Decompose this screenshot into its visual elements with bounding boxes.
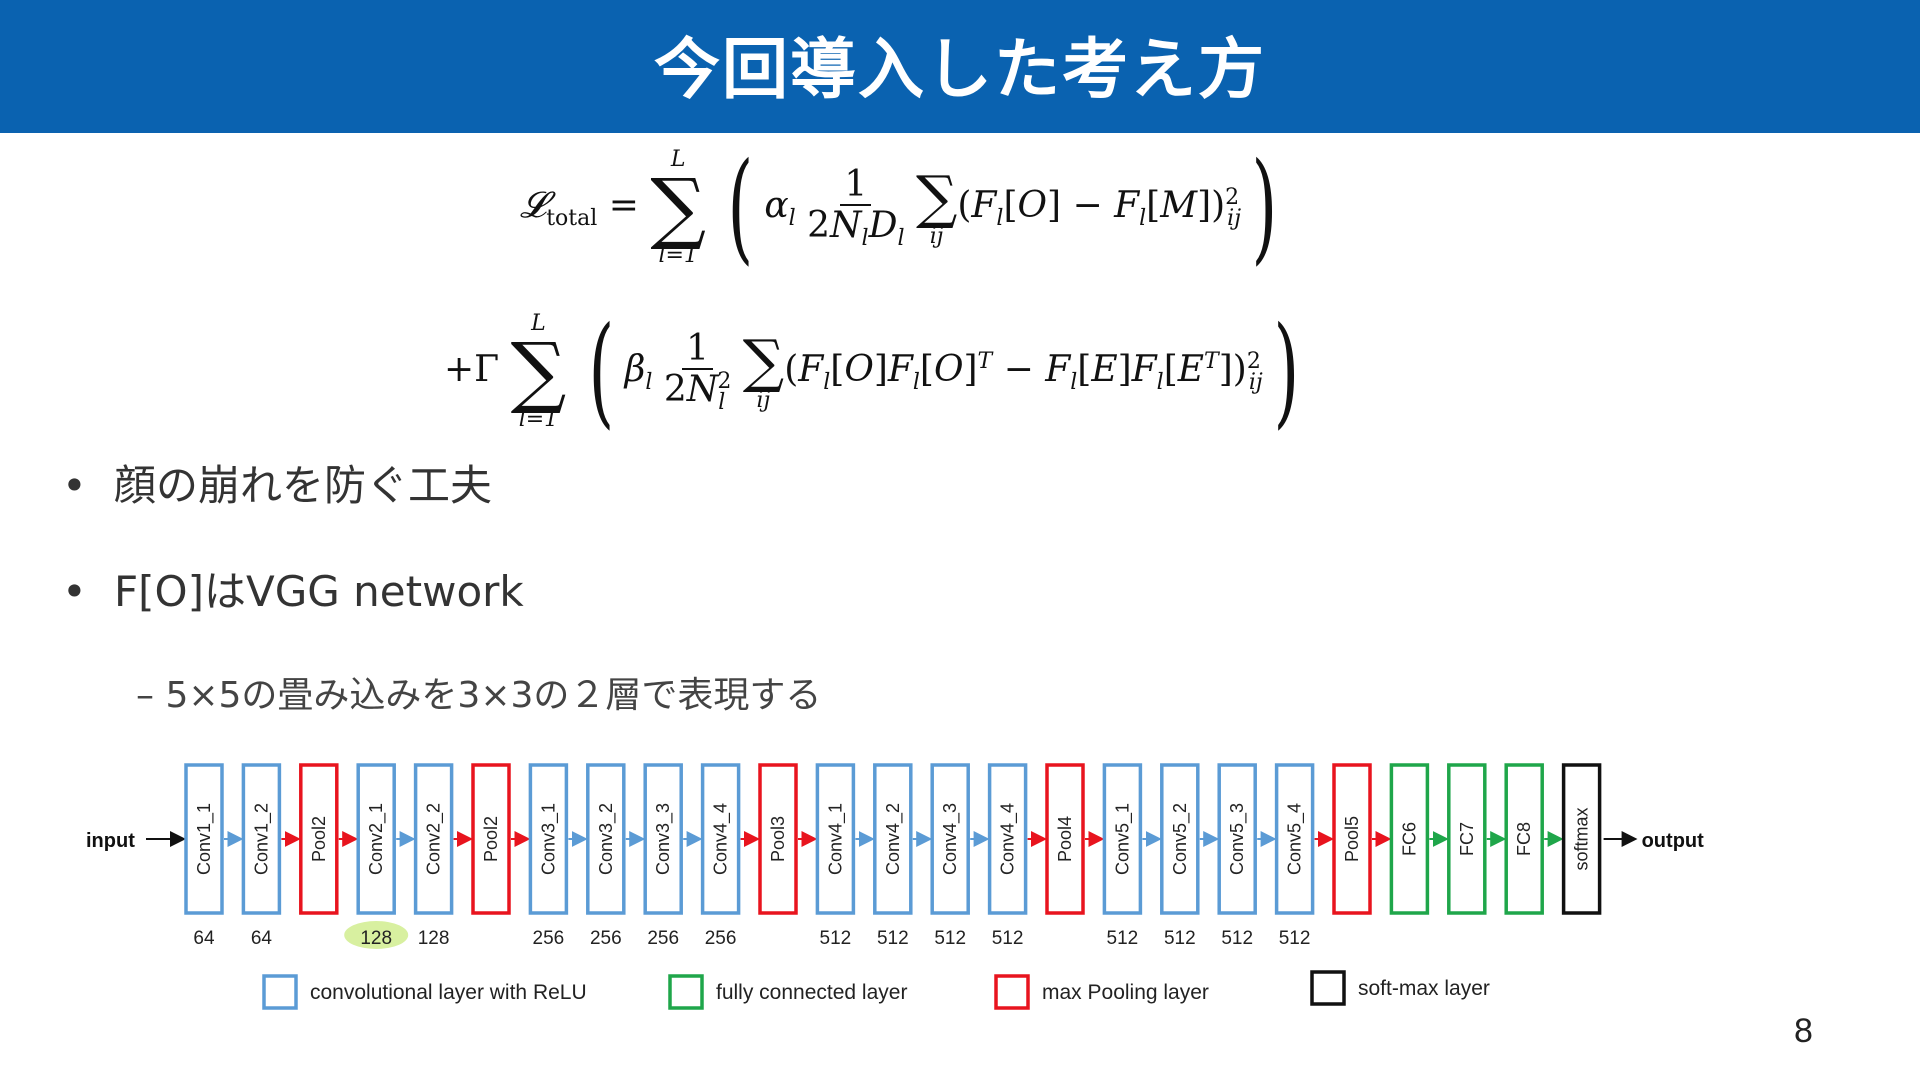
bullet-dot: • [62,461,87,510]
layer-label: Conv3_3 [653,803,674,875]
page-number: 8 [1794,1012,1813,1050]
layer-label: Conv5_2 [1170,803,1191,875]
layer-label: Conv3_2 [596,803,617,875]
layer-label: Conv1_2 [251,803,272,875]
layer-label: Conv2_1 [366,803,387,875]
legend-swatch [1310,970,1346,1006]
bullet-dot: • [62,567,87,616]
layer-label: Conv5_4 [1285,803,1306,875]
channel-count: 128 [418,928,450,949]
channel-count: 256 [590,928,622,949]
layer-box [1274,763,1315,915]
layer-label: Conv5_1 [1112,803,1133,875]
layer-box [758,763,798,915]
channel-count: 64 [193,928,215,949]
sub-bullet-dash: – [136,675,166,716]
layer-box [1160,763,1200,915]
layer-box [643,763,683,915]
highlight-mark [344,921,409,949]
layer-label: Conv4_1 [825,803,846,875]
layer-label: Pool5 [1342,816,1362,862]
layer-box [1045,763,1085,915]
channel-count: 512 [1279,928,1311,949]
layer-label: Conv4_3 [940,803,961,875]
legend-swatch [262,974,298,1010]
channel-count: 128 [360,928,392,949]
output-label: output [1642,830,1705,852]
layer-box [184,763,224,915]
legend-swatch [668,974,704,1010]
layer-box [356,763,396,915]
layer-box [815,763,856,915]
layer-label: Conv1_1 [194,803,215,875]
layer-label: Conv4_2 [883,803,904,875]
layer-label: FC6 [1399,822,1419,856]
layer-label: Conv4_4 [998,803,1019,875]
sub-bullet-text: 5×5の畳み込みを3×3の２層で表現する [165,675,822,716]
bullet-item: • 顔の崩れを防ぐ工夫 [62,452,492,513]
layer-label: Conv3_1 [538,803,559,875]
legend-swatch [994,974,1030,1010]
layer-label: Pool2 [309,816,329,862]
sub-bullet-item: – 5×5の畳み込みを3×3の２層で表現する [136,666,821,718]
layer-box [1389,763,1430,915]
layer-box [586,763,626,915]
layer-label: Conv5_3 [1227,803,1248,875]
channel-count: 512 [1221,928,1253,949]
channel-count: 256 [647,928,679,949]
layer-box [987,763,1028,915]
channel-count: 512 [1164,928,1196,949]
channel-count: 64 [251,928,273,949]
layer-box [528,763,569,915]
layer-box [930,763,970,915]
legend-label: fully connected layer [716,981,907,1004]
layer-label: Conv2_2 [424,803,445,875]
channel-count: 256 [533,928,565,949]
layer-box [700,763,741,915]
layer-label: Conv4_4 [711,803,732,875]
layer-box [1504,763,1544,915]
legend-label: max Pooling layer [1042,981,1209,1004]
layer-box [1561,763,1602,915]
channel-count: 512 [877,928,909,949]
bullet-text: F[O]はVGG network [114,567,524,616]
layer-label: FC7 [1457,822,1477,856]
channel-count: 256 [705,928,737,949]
layer-box [241,763,282,915]
bullet-text: 顔の崩れを防ぐ工夫 [114,461,493,510]
layer-label: Pool2 [481,816,501,862]
layer-box [413,763,454,915]
layer-label: softmax [1572,807,1592,870]
layer-label: Pool4 [1055,816,1075,862]
legend-label: convolutional layer with ReLU [310,981,587,1004]
channel-count: 512 [934,928,966,949]
layer-box [1217,763,1257,915]
layer-box [1102,763,1143,915]
title-bar: 今回導入した考え方 [0,0,1920,133]
channel-count: 512 [1107,928,1139,949]
input-label: input [86,830,135,852]
legend-label: soft-max layer [1358,977,1490,1000]
slide-title: 今回導入した考え方 [654,30,1266,108]
channel-count: 512 [992,928,1024,949]
layer-box [471,763,511,915]
channel-count: 512 [820,928,852,949]
layer-box [873,763,913,915]
layer-box [1332,763,1372,915]
layer-label: Pool3 [768,816,788,862]
layer-label: FC8 [1514,822,1534,856]
bullet-item: • F[O]はVGG network [62,558,524,619]
layer-box [1447,763,1487,915]
layer-box [299,763,339,915]
